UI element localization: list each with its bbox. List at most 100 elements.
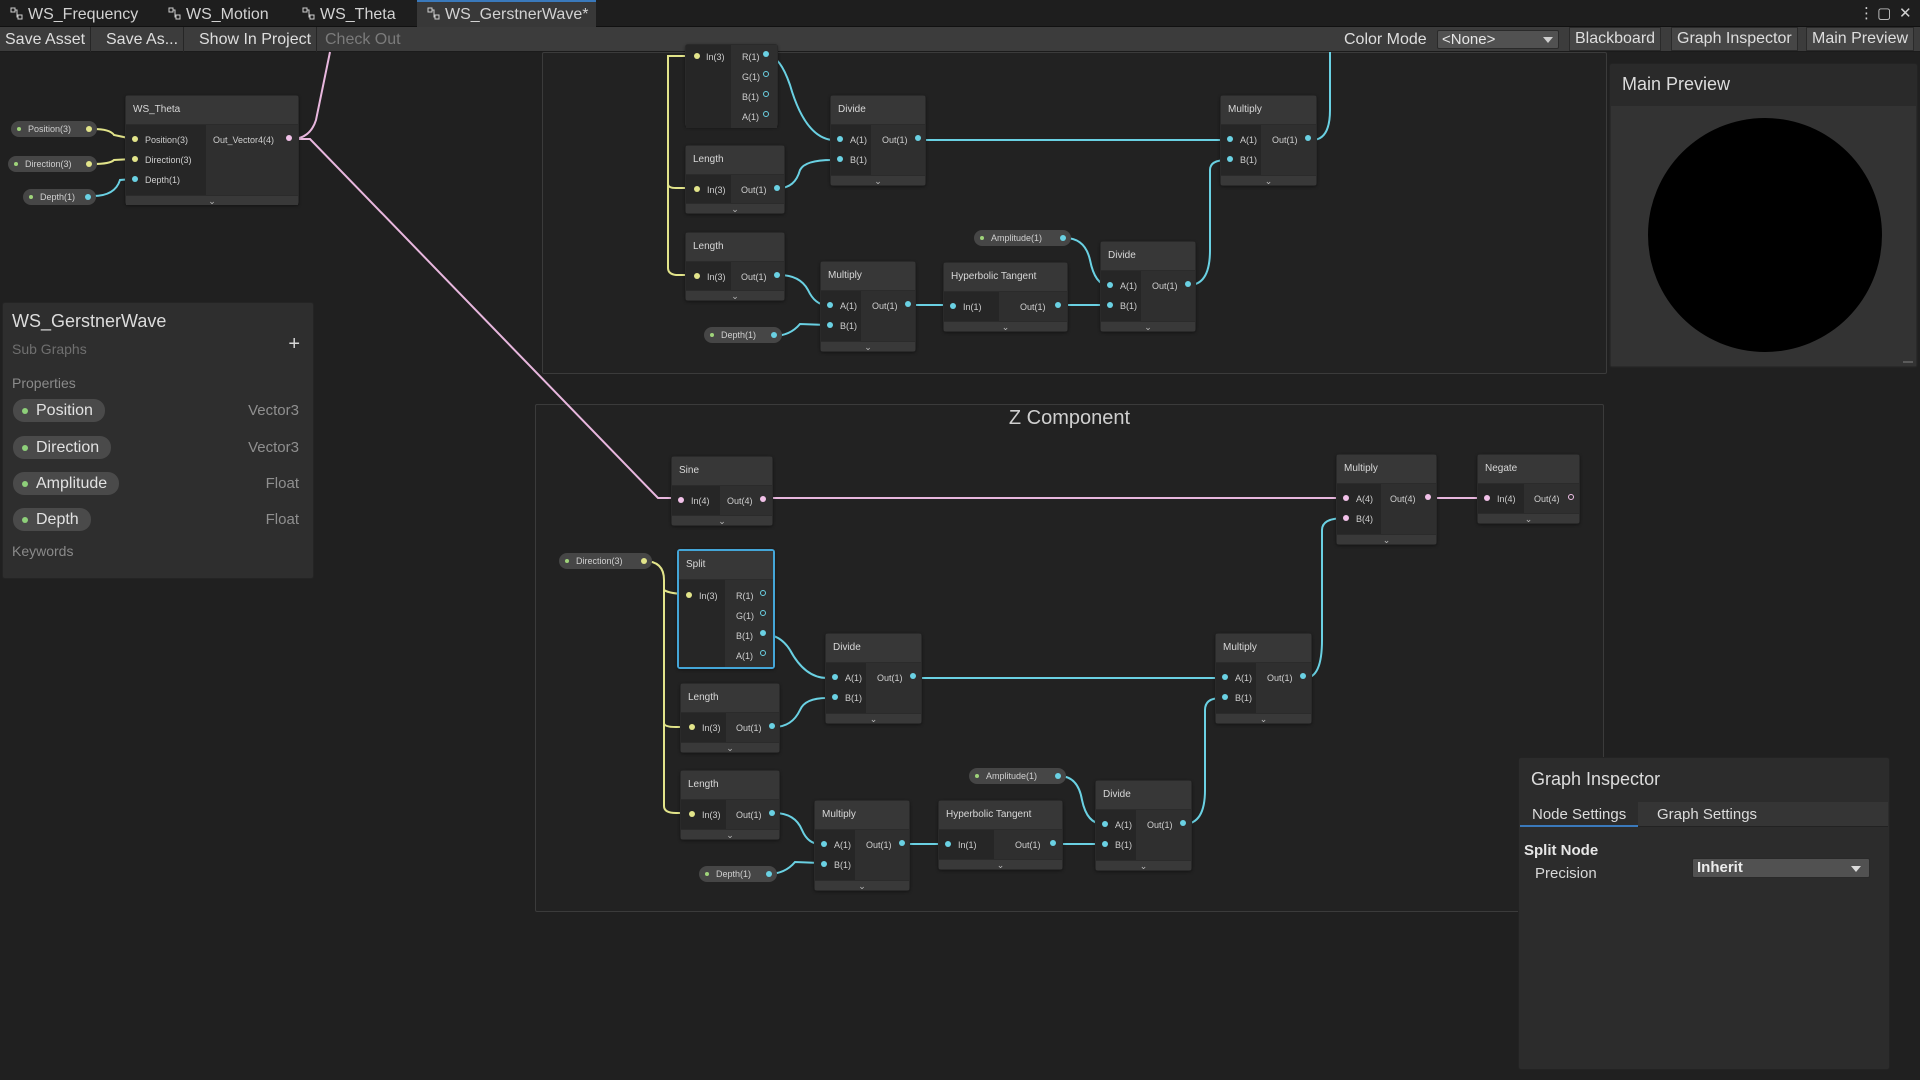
expand-chevron-icon[interactable]: ⌄ bbox=[681, 742, 779, 753]
z-direction-property-node[interactable]: Direction(3) bbox=[559, 553, 652, 569]
input-port-icon[interactable] bbox=[132, 156, 138, 162]
input-port-icon[interactable] bbox=[689, 724, 695, 730]
resize-handle-icon[interactable] bbox=[1903, 361, 1913, 363]
input-port-icon[interactable] bbox=[827, 322, 833, 328]
input-port-icon[interactable] bbox=[827, 302, 833, 308]
z-length-node-2[interactable]: Length In(3) Out(1) ⌄ bbox=[680, 770, 780, 840]
tab-ws-gerstnerwave[interactable]: WS_GerstnerWave* bbox=[417, 0, 597, 27]
input-port-icon[interactable] bbox=[950, 303, 956, 309]
output-port-icon[interactable] bbox=[760, 630, 766, 636]
input-port-icon[interactable] bbox=[689, 811, 695, 817]
output-port-icon[interactable] bbox=[286, 135, 292, 141]
z-hyperbolic-tangent-node[interactable]: Hyperbolic Tangent In(1) Out(1) ⌄ bbox=[938, 800, 1063, 870]
show-in-project-button[interactable]: Show In Project bbox=[194, 27, 318, 52]
expand-chevron-icon[interactable]: ⌄ bbox=[1221, 175, 1316, 186]
tab-node-settings[interactable]: Node Settings bbox=[1520, 802, 1639, 827]
expand-chevron-icon[interactable]: ⌄ bbox=[1337, 534, 1436, 545]
x-amplitude-property-node[interactable]: Amplitude(1) bbox=[974, 230, 1071, 246]
blackboard-property-amplitude[interactable]: Amplitude bbox=[13, 472, 120, 495]
position-property-node[interactable]: Position(3) bbox=[11, 121, 97, 137]
x-divide-node-2[interactable]: Divide A(1) B(1) Out(1) ⌄ bbox=[1100, 241, 1196, 332]
output-port-icon[interactable] bbox=[1055, 773, 1061, 779]
input-port-icon[interactable] bbox=[1222, 694, 1228, 700]
output-port-icon[interactable] bbox=[1050, 840, 1056, 846]
expand-chevron-icon[interactable]: ⌄ bbox=[686, 203, 784, 214]
output-port-icon[interactable] bbox=[1185, 281, 1191, 287]
z-amplitude-property-node[interactable]: Amplitude(1) bbox=[969, 768, 1066, 784]
expand-chevron-icon[interactable]: ⌄ bbox=[815, 880, 909, 891]
tab-graph-settings[interactable]: Graph Settings bbox=[1657, 806, 1758, 823]
direction-property-node[interactable]: Direction(3) bbox=[8, 156, 97, 172]
x-length-node-1[interactable]: Length In(3) Out(1) ⌄ bbox=[685, 145, 785, 214]
save-asset-button[interactable]: Save Asset bbox=[0, 27, 92, 52]
output-port-icon[interactable] bbox=[86, 126, 92, 132]
expand-chevron-icon[interactable]: ⌄ bbox=[944, 321, 1067, 332]
z-multiply-node-top[interactable]: Multiply A(4) B(4) Out(4) ⌄ bbox=[1336, 454, 1437, 545]
input-port-icon[interactable] bbox=[132, 136, 138, 142]
input-port-icon[interactable] bbox=[837, 136, 843, 142]
x-multiply-node-2[interactable]: Multiply A(1) B(1) Out(1) ⌄ bbox=[820, 261, 916, 352]
output-port-icon[interactable] bbox=[1568, 494, 1574, 500]
blackboard-property-position[interactable]: Position bbox=[13, 399, 105, 422]
expand-chevron-icon[interactable]: ⌄ bbox=[826, 713, 921, 724]
x-split-node[interactable]: In(3) R(1) G(1) B(1) A(1) bbox=[685, 44, 778, 128]
input-port-icon[interactable] bbox=[821, 861, 827, 867]
expand-chevron-icon[interactable]: ⌄ bbox=[1216, 713, 1311, 724]
output-port-icon[interactable] bbox=[1180, 820, 1186, 826]
input-port-icon[interactable] bbox=[132, 176, 138, 182]
input-port-icon[interactable] bbox=[1227, 156, 1233, 162]
expand-chevron-icon[interactable]: ⌄ bbox=[686, 290, 784, 301]
output-port-icon[interactable] bbox=[760, 610, 766, 616]
output-port-icon[interactable] bbox=[1425, 494, 1431, 500]
output-port-icon[interactable] bbox=[760, 496, 766, 502]
maximize-icon[interactable]: ▢ bbox=[1877, 5, 1892, 22]
output-port-icon[interactable] bbox=[769, 723, 775, 729]
output-port-icon[interactable] bbox=[763, 71, 769, 77]
output-port-icon[interactable] bbox=[763, 51, 769, 57]
output-port-icon[interactable] bbox=[763, 91, 769, 97]
z-negate-node[interactable]: Negate In(4) Out(4) ⌄ bbox=[1477, 454, 1580, 524]
output-port-icon[interactable] bbox=[774, 272, 780, 278]
z-multiply-node-2[interactable]: Multiply A(1) B(1) Out(1) ⌄ bbox=[814, 800, 910, 891]
more-options-icon[interactable]: ⋮ bbox=[1859, 5, 1874, 22]
z-divide-node-2[interactable]: Divide A(1) B(1) Out(1) ⌄ bbox=[1095, 780, 1192, 871]
output-port-icon[interactable] bbox=[760, 650, 766, 656]
input-port-icon[interactable] bbox=[694, 273, 700, 279]
input-port-icon[interactable] bbox=[1484, 495, 1490, 501]
input-port-icon[interactable] bbox=[694, 53, 700, 59]
graph-inspector-panel[interactable]: Graph Inspector Node Settings Graph Sett… bbox=[1518, 757, 1890, 1070]
x-depth-property-node[interactable]: Depth(1) bbox=[704, 327, 782, 343]
z-multiply-node-1[interactable]: Multiply A(1) B(1) Out(1) ⌄ bbox=[1215, 633, 1312, 724]
z-depth-property-node[interactable]: Depth(1) bbox=[699, 866, 777, 882]
output-port-icon[interactable] bbox=[763, 111, 769, 117]
expand-chevron-icon[interactable]: ⌄ bbox=[821, 341, 915, 352]
input-port-icon[interactable] bbox=[821, 841, 827, 847]
z-length-node-1[interactable]: Length In(3) Out(1) ⌄ bbox=[680, 683, 780, 753]
main-preview-panel[interactable]: Main Preview bbox=[1609, 63, 1918, 368]
output-port-icon[interactable] bbox=[910, 673, 916, 679]
expand-chevron-icon[interactable]: ⌄ bbox=[1096, 860, 1191, 871]
expand-chevron-icon[interactable]: ⌄ bbox=[831, 175, 925, 186]
input-port-icon[interactable] bbox=[1343, 515, 1349, 521]
output-port-icon[interactable] bbox=[766, 871, 772, 877]
precision-dropdown[interactable]: Inherit bbox=[1692, 858, 1870, 878]
input-port-icon[interactable] bbox=[832, 694, 838, 700]
close-icon[interactable]: ✕ bbox=[1899, 5, 1912, 22]
z-divide-node-1[interactable]: Divide A(1) B(1) Out(1) ⌄ bbox=[825, 633, 922, 724]
output-port-icon[interactable] bbox=[771, 332, 777, 338]
output-port-icon[interactable] bbox=[86, 161, 92, 167]
output-port-icon[interactable] bbox=[915, 135, 921, 141]
output-port-icon[interactable] bbox=[1300, 673, 1306, 679]
x-divide-node-1[interactable]: Divide A(1) B(1) Out(1) ⌄ bbox=[830, 95, 926, 186]
input-port-icon[interactable] bbox=[694, 186, 700, 192]
blackboard-property-direction[interactable]: Direction bbox=[13, 436, 112, 459]
output-port-icon[interactable] bbox=[1060, 235, 1066, 241]
expand-chevron-icon[interactable]: ⌄ bbox=[1101, 321, 1195, 332]
blackboard-property-depth[interactable]: Depth bbox=[13, 508, 91, 531]
output-port-icon[interactable] bbox=[899, 840, 905, 846]
output-port-icon[interactable] bbox=[774, 185, 780, 191]
preview-viewport[interactable] bbox=[1611, 106, 1916, 366]
output-port-icon[interactable] bbox=[641, 558, 647, 564]
output-port-icon[interactable] bbox=[905, 301, 911, 307]
output-port-icon[interactable] bbox=[1305, 135, 1311, 141]
